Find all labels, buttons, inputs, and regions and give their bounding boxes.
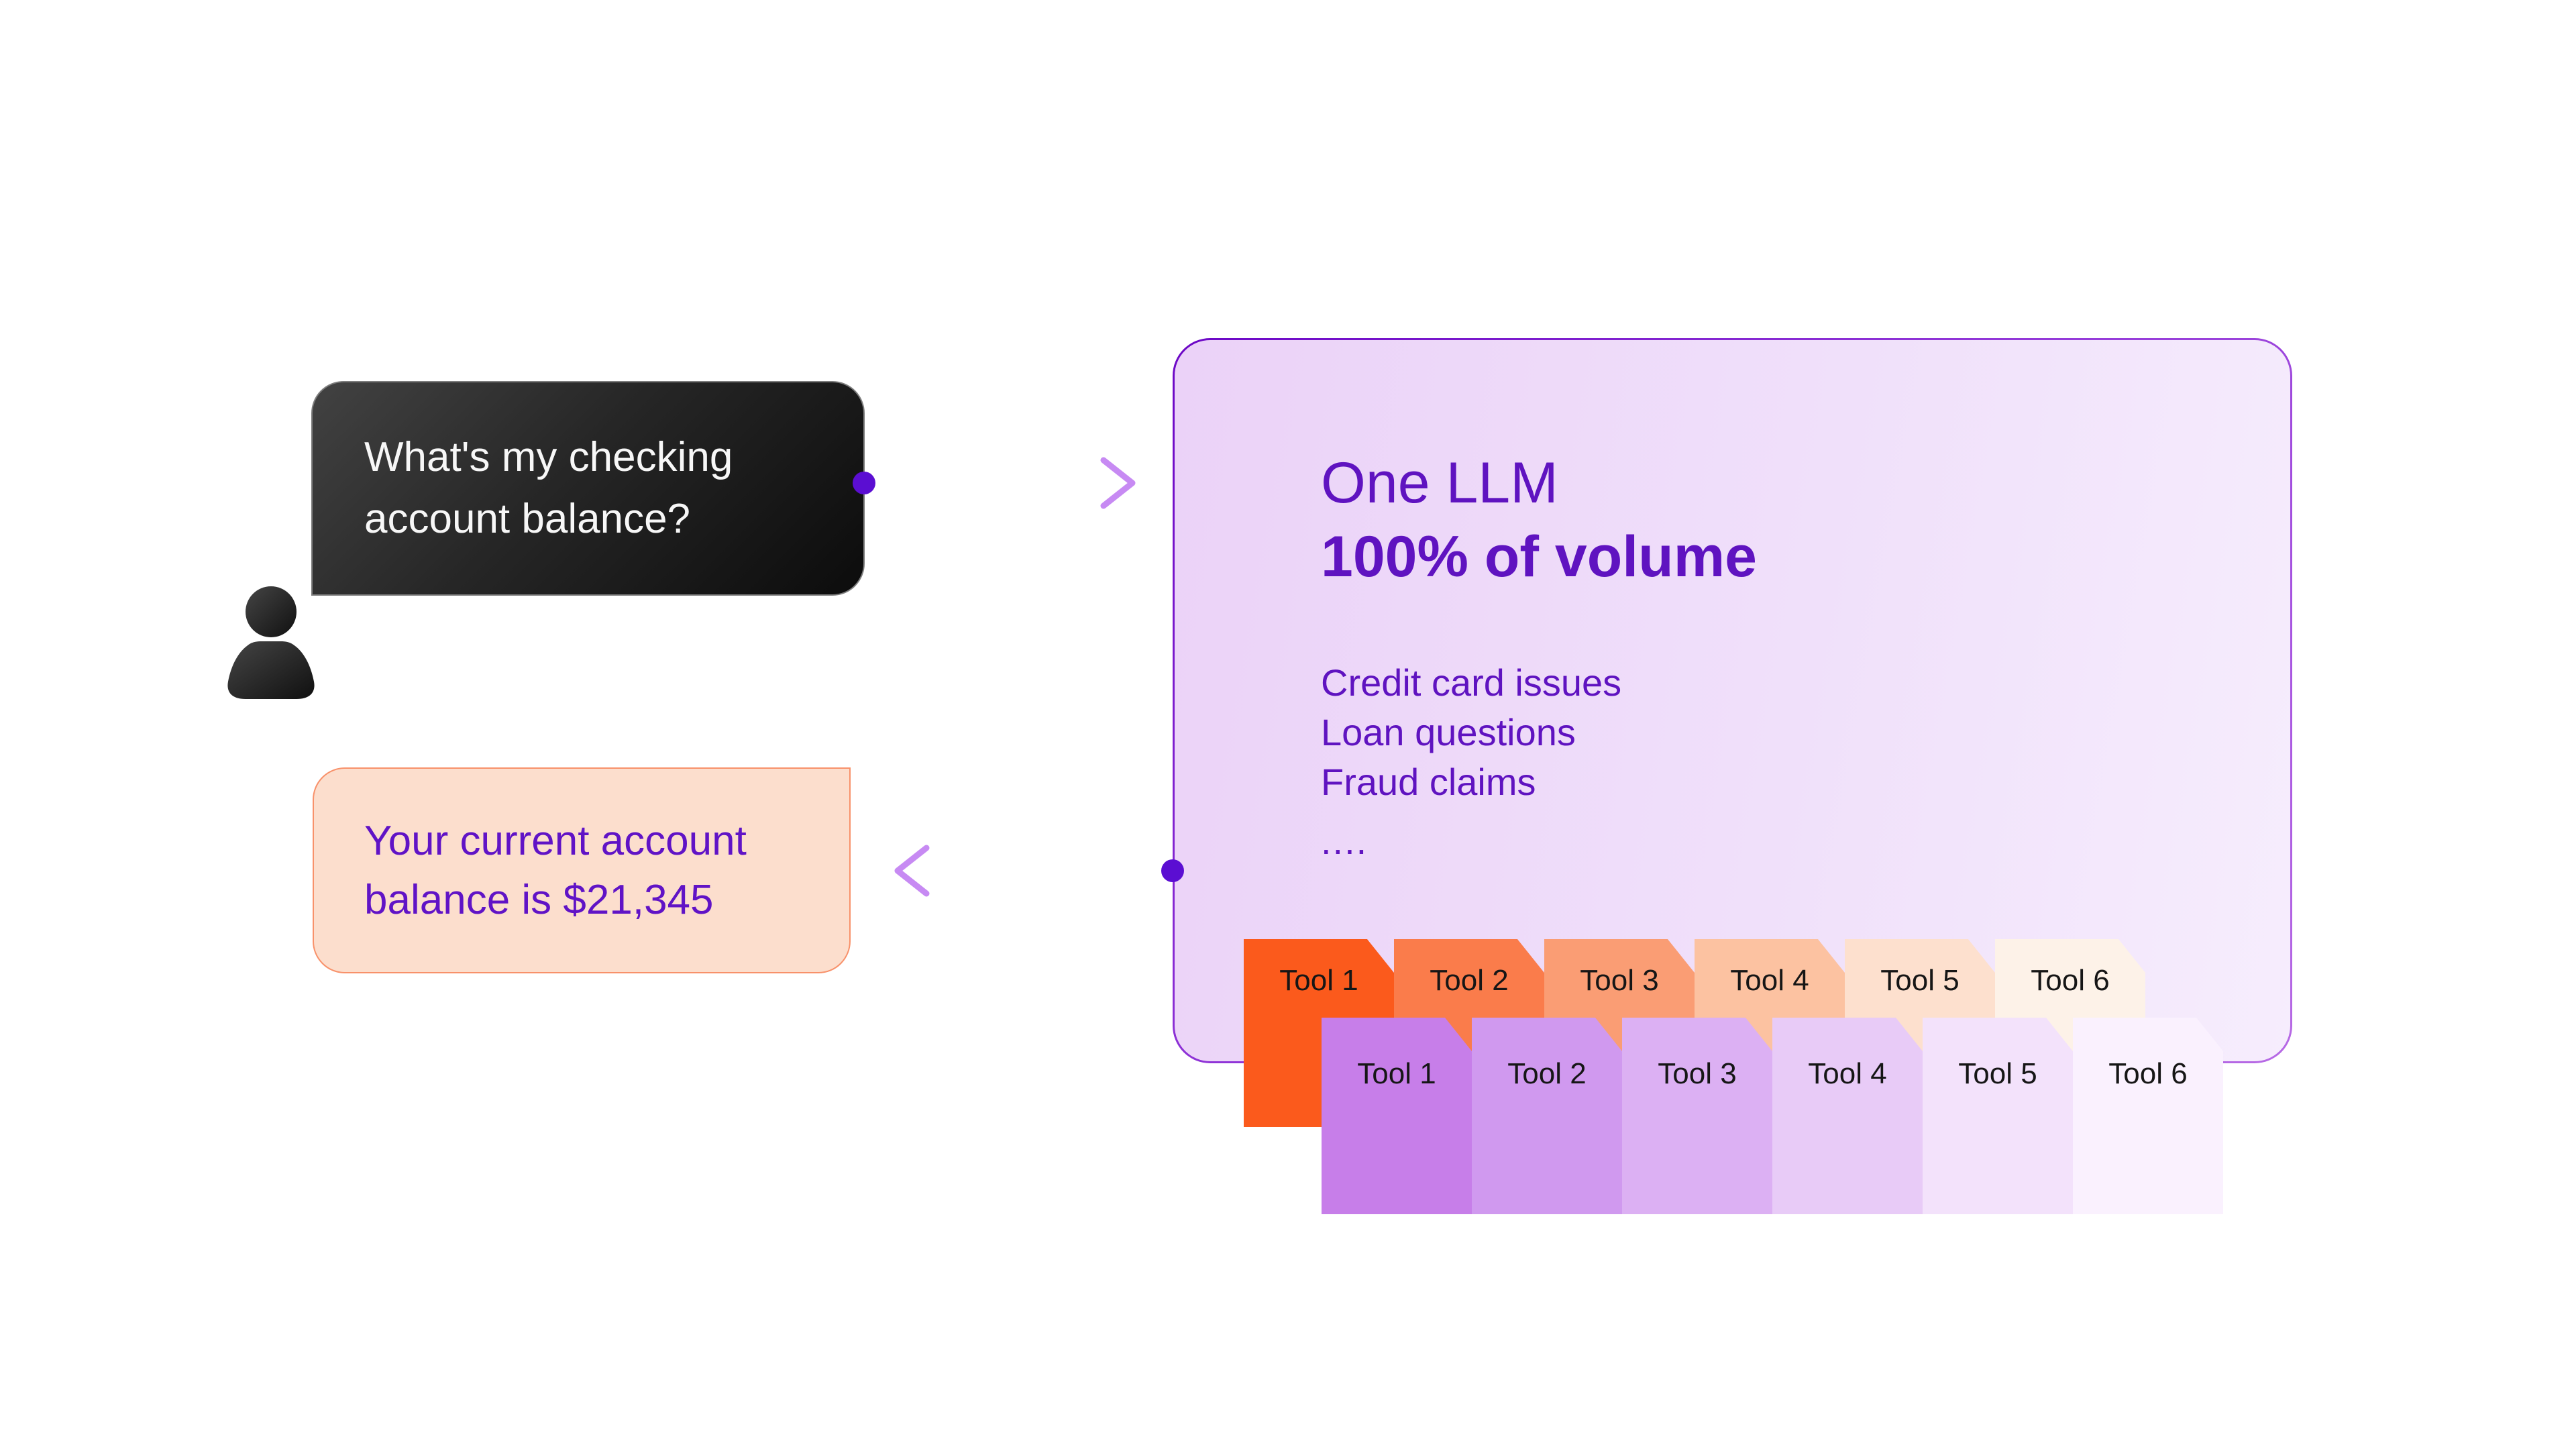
assistant-reply-line: balance is $21,345: [364, 876, 714, 923]
llm-task-item: Loan questions: [1321, 711, 1576, 753]
tool-tag-label: Tool 5: [1958, 1057, 2037, 1090]
assistant-reply-line: Your current account: [364, 817, 747, 864]
arrow-origin-dot: [1161, 859, 1184, 882]
tool-tag-label: Tool 5: [1880, 964, 1960, 997]
tool-tag-label: Tool 6: [2031, 964, 2110, 997]
tool-tag-label: Tool 4: [1808, 1057, 1887, 1090]
tool-tag-purple-3: Tool 3: [1622, 1018, 1772, 1214]
tool-tag-purple-5: Tool 5: [1923, 1018, 2073, 1214]
llm-box-title: One LLM: [1321, 451, 1558, 515]
tool-tag-purple-4: Tool 4: [1772, 1018, 1923, 1214]
user-message-line: What's my checking: [364, 434, 733, 480]
tool-tag-label: Tool 1: [1357, 1057, 1436, 1090]
llm-task-list: Credit card issues Loan questions Fraud …: [1321, 658, 1621, 866]
llm-task-item: Fraud claims: [1321, 761, 1536, 803]
assistant-reply-bubble: Your current account balance is $21,345: [313, 767, 851, 973]
tool-tag-label: Tool 3: [1658, 1057, 1737, 1090]
request-arrow: [853, 457, 1136, 509]
llm-box-subtitle: 100% of volume: [1321, 525, 1757, 589]
tool-tag-purple-2: Tool 2: [1472, 1018, 1622, 1214]
arrow-origin-dot: [853, 472, 875, 494]
llm-task-ellipsis: ....: [1321, 820, 1368, 862]
llm-box: One LLM 100% of volume Credit card issue…: [1173, 338, 2292, 1063]
user-avatar-person-icon: [227, 586, 315, 699]
tool-tag-label: Tool 3: [1580, 964, 1659, 997]
response-arrow: [894, 845, 1184, 897]
llm-task-item: Credit card issues: [1321, 661, 1622, 704]
user-message-line: account balance?: [364, 496, 691, 542]
tool-tag-label: Tool 1: [1279, 964, 1358, 997]
tool-tag-label: Tool 4: [1730, 964, 1809, 997]
tool-tag-label: Tool 2: [1430, 964, 1509, 997]
arrow-head-chevron: [1100, 457, 1136, 509]
tool-tag-purple-6: Tool 6: [2073, 1018, 2223, 1214]
tool-tag-purple-1: Tool 1: [1322, 1018, 1472, 1214]
user-message-bubble: What's my checking account balance?: [311, 381, 865, 596]
tool-tag-label: Tool 2: [1507, 1057, 1587, 1090]
arrow-head-chevron: [894, 845, 930, 897]
tool-tag-label: Tool 6: [2108, 1057, 2188, 1090]
